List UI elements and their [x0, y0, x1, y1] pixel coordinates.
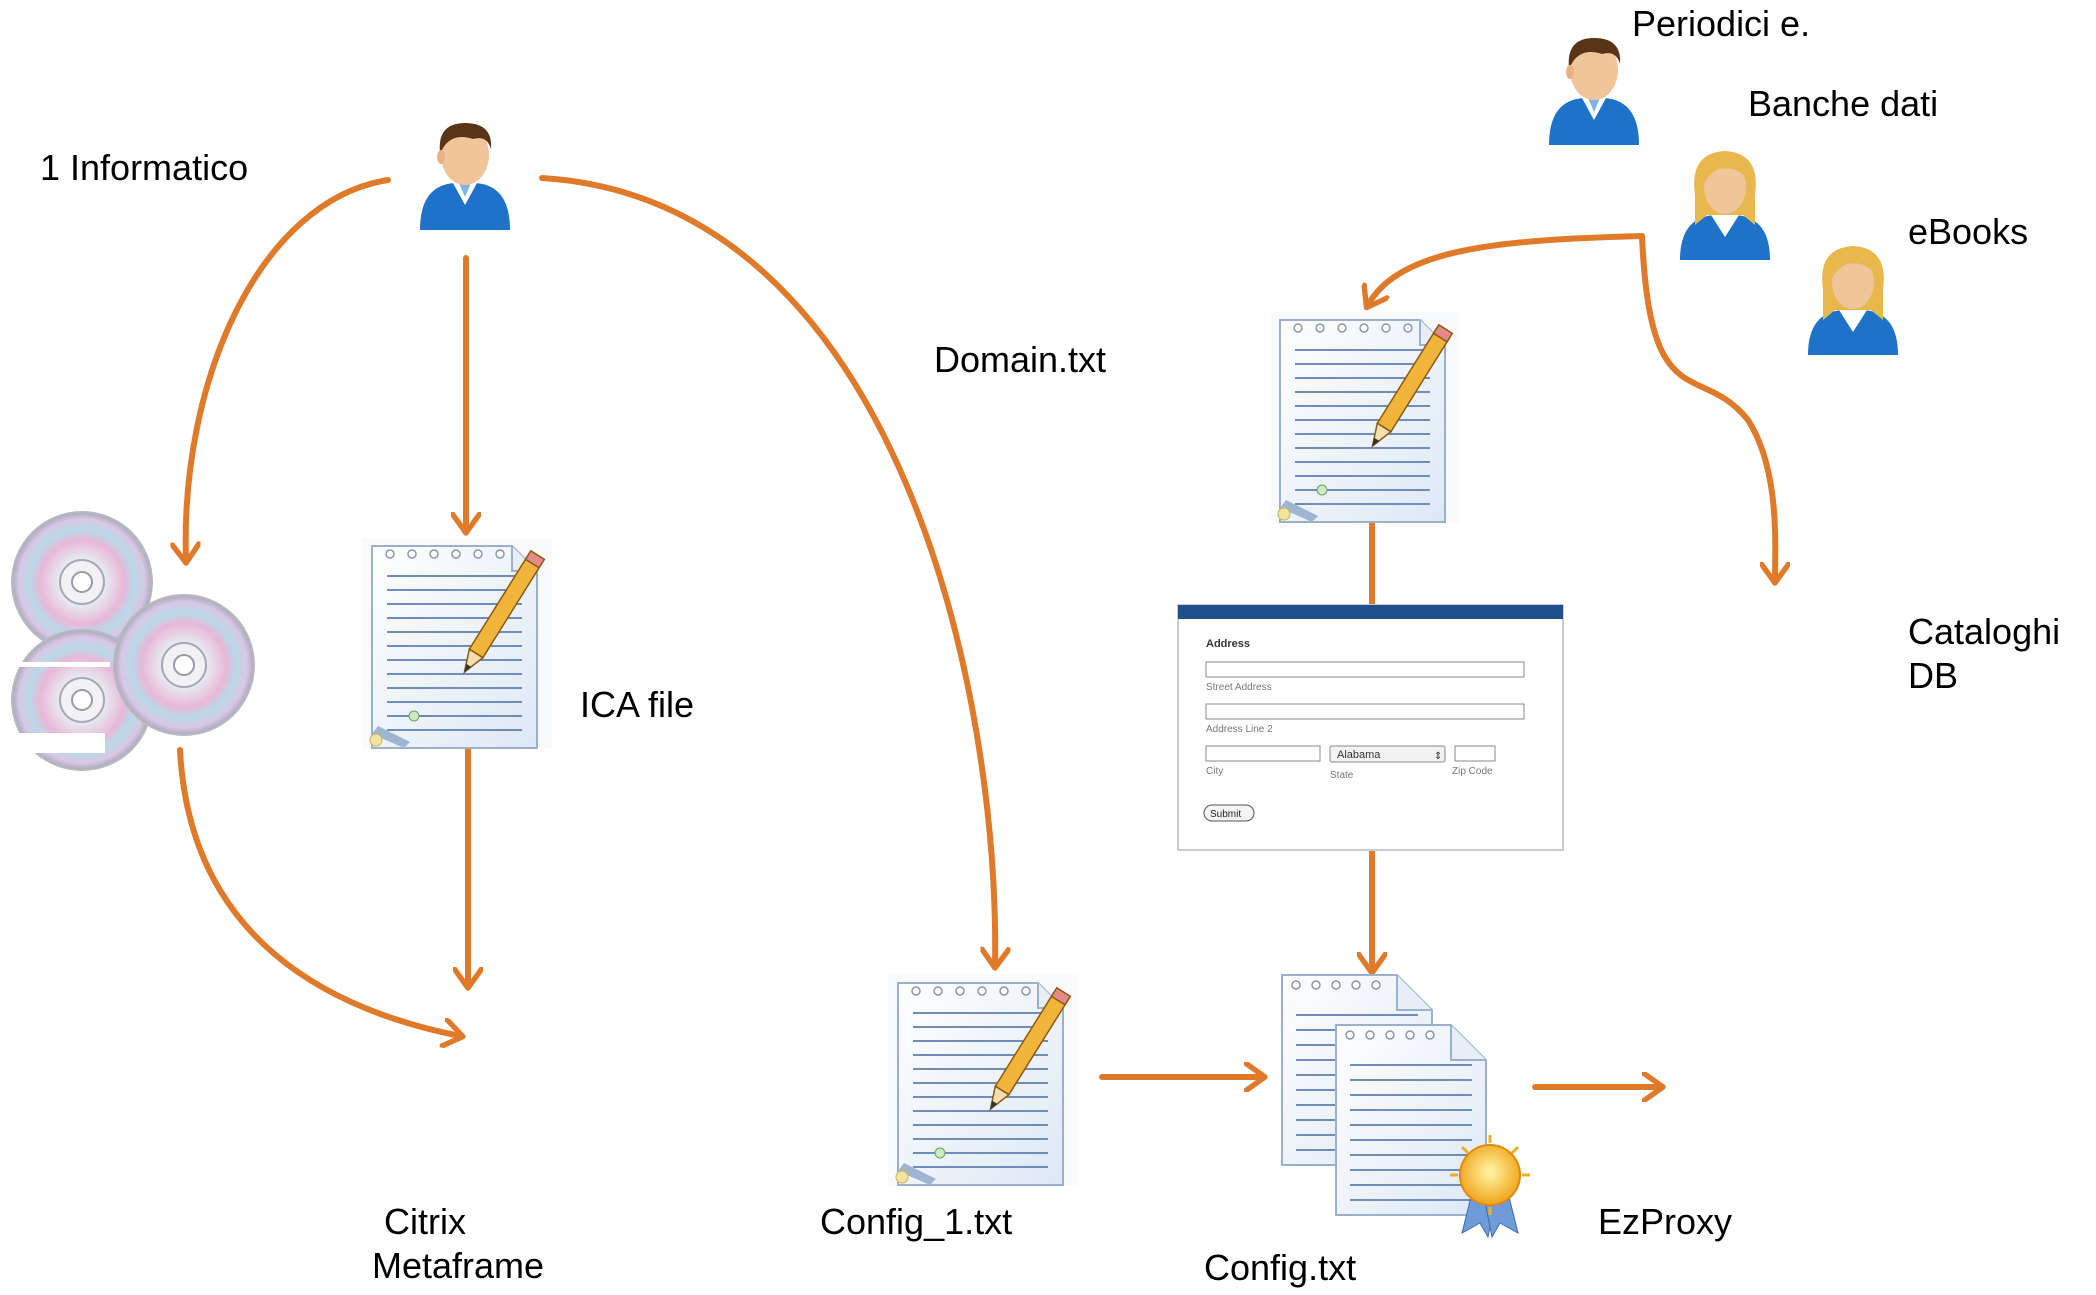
zip-code-label: Zip Code: [1452, 766, 1493, 777]
ica-file-notepad-icon: [361, 537, 553, 749]
config-documents-icon: [1281, 974, 1530, 1239]
state-select-value: Alabama: [1337, 749, 1381, 761]
label-periodici: Periodici e.: [1632, 3, 1811, 44]
city-label: City: [1206, 766, 1223, 777]
label-citrix-metaframe: Citrix Metaframe: [372, 1200, 544, 1288]
certificate-seal-icon: [1450, 1135, 1530, 1239]
street-address-label: Street Address: [1206, 682, 1272, 693]
arrow-cds-to-citrix: [177, 747, 460, 1036]
label-ezproxy: EzProxy: [1598, 1201, 1733, 1242]
address-line2-label: Address Line 2: [1206, 724, 1273, 735]
arrow-informatico-to-config1: [539, 175, 995, 965]
ebooks-user-icon: [1808, 246, 1898, 355]
label-citrix-line2: Metaframe: [372, 1245, 545, 1286]
label-citrix-line1: Citrix: [384, 1201, 466, 1242]
address-line2-input[interactable]: [1205, 703, 1525, 720]
arrow-users-to-cataloghi: [1639, 233, 1775, 580]
label-ebooks: eBooks: [1908, 211, 2029, 252]
label-config-txt: Config.txt: [1204, 1247, 1357, 1288]
label-banche-dati: Banche dati: [1748, 83, 1939, 124]
label-cataloghi-db: Cataloghi DB: [1908, 610, 2060, 698]
label-cataloghi-line2: DB: [1908, 655, 1959, 696]
state-select[interactable]: [1329, 745, 1446, 763]
label-domain-txt: Domain.txt: [934, 339, 1107, 380]
street-address-input[interactable]: [1205, 661, 1525, 678]
arrow-informatico-to-cds: [186, 177, 391, 560]
arrow-users-to-domain: [1368, 233, 1645, 305]
cd-stack-icon: [0, 511, 255, 771]
periodici-user-icon: [1549, 38, 1639, 145]
state-label: State: [1330, 770, 1354, 781]
address-form-screenshot: Address Street Address Address Line 2 Ci…: [1177, 604, 1564, 851]
select-arrows-icon: ⇕: [1434, 751, 1442, 762]
label-informatico: 1 Informatico: [40, 147, 249, 188]
submit-button[interactable]: [1203, 804, 1255, 822]
banche-dati-user-icon: [1680, 151, 1770, 260]
city-input[interactable]: [1205, 745, 1321, 762]
label-config1-txt: Config_1.txt: [820, 1201, 1013, 1242]
label-cataloghi-line1: Cataloghi: [1908, 611, 2061, 652]
domain-txt-notepad-icon: [1269, 311, 1461, 523]
form-title: Address: [1206, 638, 1250, 650]
informatico-user-icon: [420, 123, 510, 230]
label-ica-file: ICA file: [580, 684, 695, 725]
arrows: [177, 175, 1775, 1087]
zip-code-input[interactable]: [1454, 745, 1496, 762]
submit-button-label: Submit: [1210, 809, 1241, 820]
config1-notepad-icon: [887, 974, 1079, 1186]
